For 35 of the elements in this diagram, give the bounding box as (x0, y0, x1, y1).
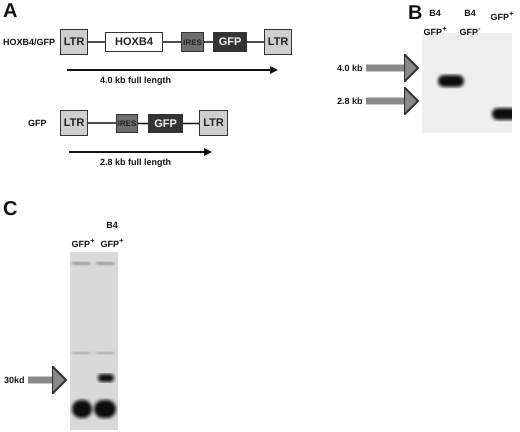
panel-letter: C (3, 198, 18, 221)
gel-blot-picture (70, 252, 118, 430)
panel-letter: B (408, 2, 422, 25)
ltr-box: LTR (60, 110, 88, 136)
panel-letter: A (3, 0, 18, 23)
connector-line (163, 41, 181, 43)
ires-box: IRES (181, 32, 204, 52)
block-arrow (28, 364, 68, 396)
ltr-box: LTR (199, 110, 228, 136)
construct-name: GFP (28, 118, 47, 128)
block-arrow (366, 86, 420, 116)
ires-box: IRES (116, 114, 138, 133)
marker-label: 4.0 kb (337, 63, 363, 73)
block-arrow (366, 52, 420, 84)
gfp-box: GFP (148, 114, 183, 133)
lane-label: B4 GFP$^{+}$ (100, 219, 124, 251)
marker-label: 2.8 kb (337, 96, 363, 106)
lane-label: GFP$^{+}$ (490, 8, 514, 24)
connector-line (204, 41, 213, 43)
connector-line (88, 122, 116, 124)
construct-name: HOXB4/GFP (3, 37, 56, 47)
length-label: 2.8 kb full length (100, 157, 172, 167)
gfp-box: GFP (213, 32, 247, 52)
lane-label: B4 GFP$^{+}$ (422, 7, 448, 39)
marker-label: 30kd (4, 375, 25, 385)
connector-line (88, 41, 105, 43)
length-label: 4.0 kb full length (100, 75, 172, 85)
connector-line (247, 41, 264, 43)
gene-box: HOXB4 (105, 32, 163, 52)
lane-label: B4 GFP$^{-}$ (458, 7, 482, 39)
lane-label: GFP$^{+}$ (70, 235, 96, 251)
ltr-box: LTR (60, 29, 88, 55)
ltr-box: LTR (264, 29, 292, 55)
connector-line (138, 122, 148, 124)
connector-line (183, 122, 199, 124)
